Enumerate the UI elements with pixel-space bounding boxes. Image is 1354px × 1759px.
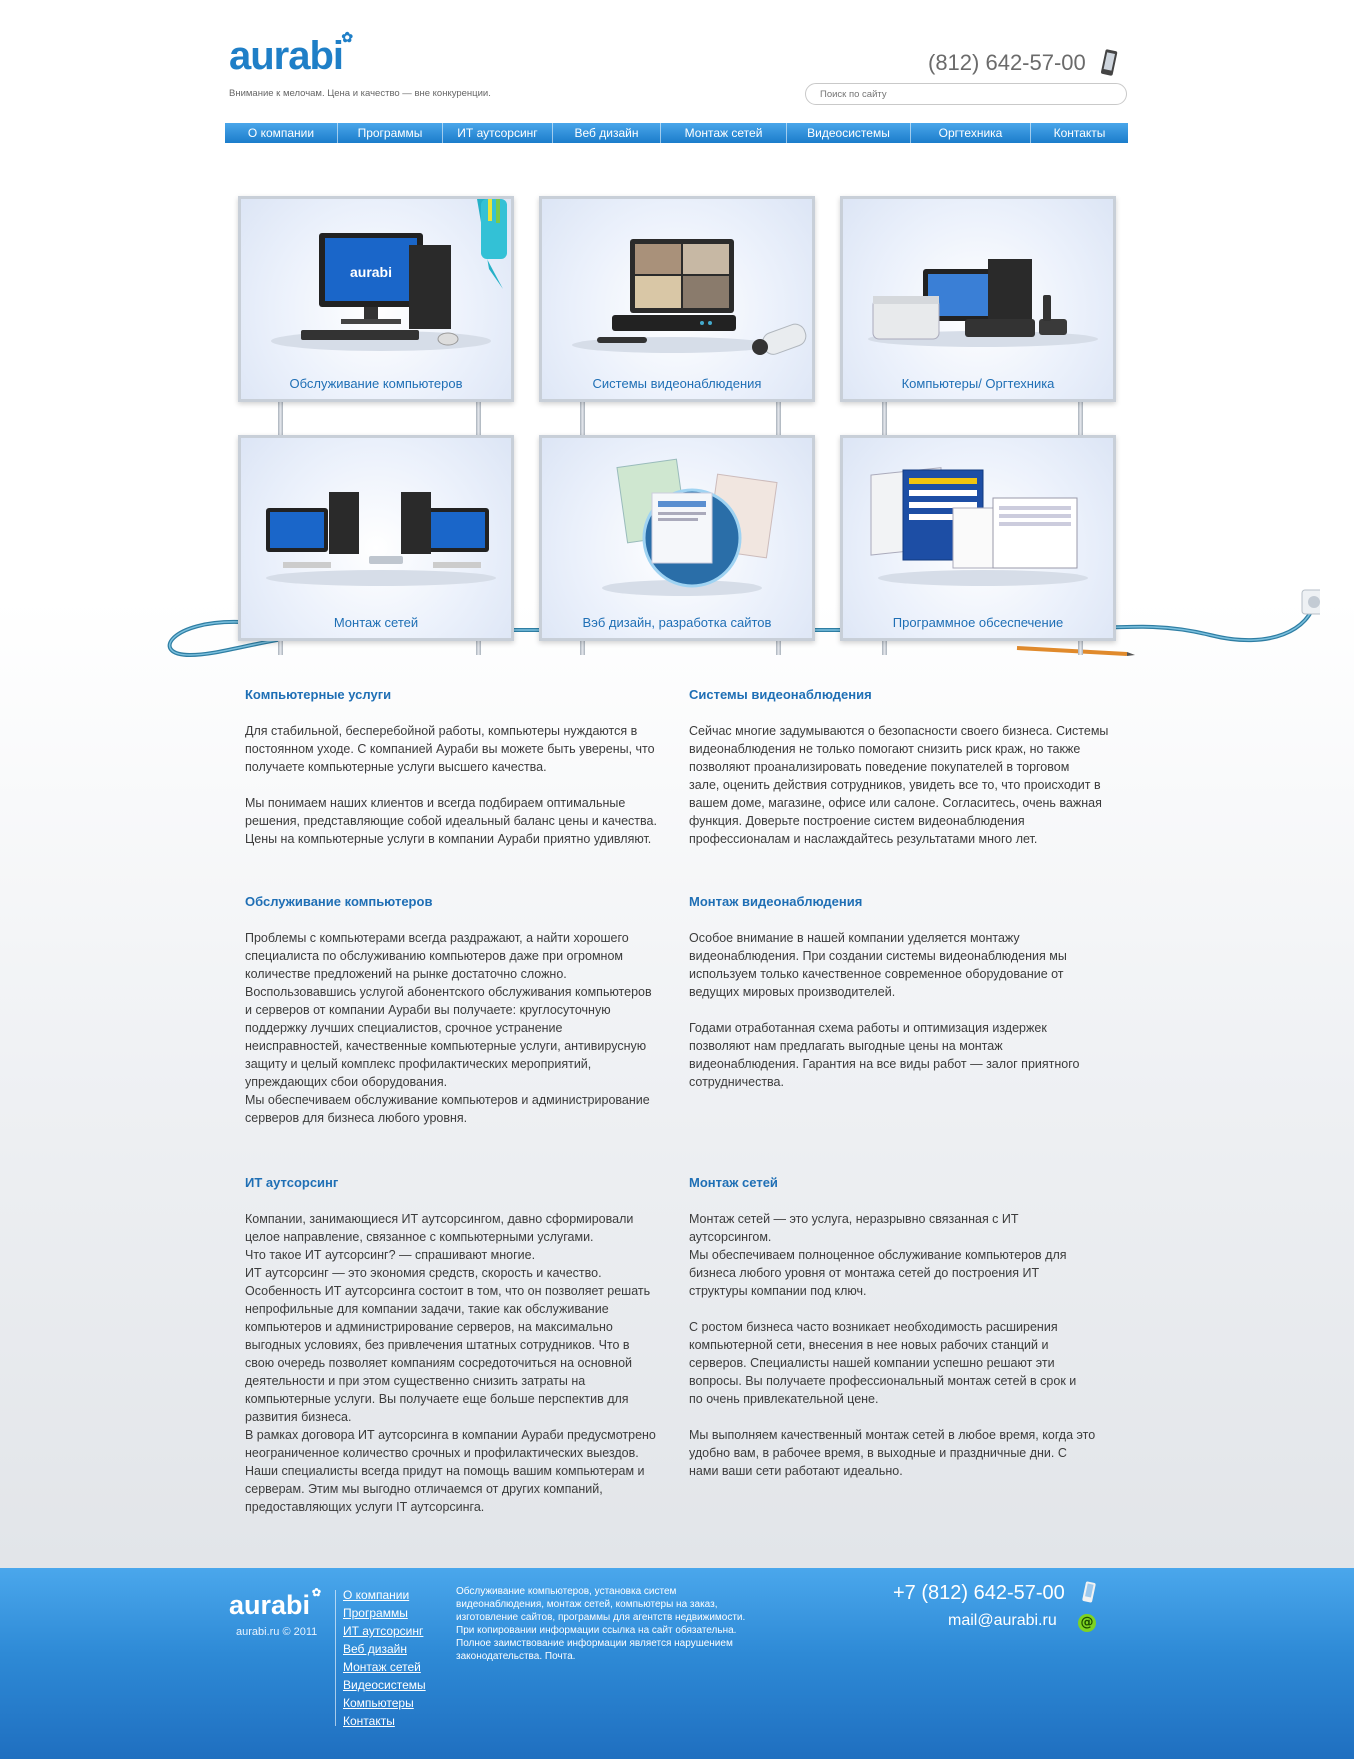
tile-network-setup[interactable]: Монтаж сетей xyxy=(238,435,514,641)
footer-copyright: aurabi.ru © 2011 xyxy=(236,1626,318,1638)
tile-office-equipment[interactable]: Компьютеры/ Оргтехника xyxy=(840,196,1116,402)
section-paragraph: Годами отработанная схема работы и оптим… xyxy=(689,1021,1080,1089)
nav-web-design[interactable]: Веб дизайн xyxy=(553,123,661,143)
pencil-icon xyxy=(1016,646,1135,656)
nav-network-setup[interactable]: Монтаж сетей xyxy=(661,123,787,143)
section-title: Монтаж сетей xyxy=(689,1175,778,1190)
section-video-systems: Системы видеонаблюдения Сейчас многие за… xyxy=(689,686,1121,866)
section-paragraph: Особое внимание в нашей компании уделяет… xyxy=(689,931,1067,999)
footer-link-video-systems[interactable]: Видеосистемы xyxy=(343,1678,426,1692)
footer-divider xyxy=(335,1590,336,1726)
section-title: Монтаж видеонаблюдения xyxy=(689,894,863,909)
footer-links: О компании Программы ИТ аутсорсинг Веб д… xyxy=(343,1586,426,1730)
logo-flower-icon: ✿ xyxy=(311,1587,322,1599)
footer-phone: +7 (812) 642-57-00 xyxy=(893,1582,1065,1604)
video-surveillance-icon xyxy=(572,239,807,355)
footer xyxy=(0,1568,1354,1759)
tile-label: Системы видеонаблюдения xyxy=(592,376,762,391)
search-input[interactable] xyxy=(805,83,1127,105)
tile-label: Программное обсеспечение xyxy=(892,615,1064,630)
tile-label: Монтаж сетей xyxy=(333,615,419,630)
footer-email[interactable]: mail@aurabi.ru xyxy=(948,1612,1057,1629)
site-logo[interactable]: aurabi✿ xyxy=(229,29,353,78)
section-paragraph: Сейчас многие задумываются о безопасност… xyxy=(689,724,1109,846)
web-design-icon xyxy=(602,458,778,596)
section-title: Обслуживание компьютеров xyxy=(245,894,433,909)
nav-about[interactable]: О компании xyxy=(225,123,338,143)
nav-contacts[interactable]: Контакты xyxy=(1053,126,1106,140)
footer-link-web-design[interactable]: Веб дизайн xyxy=(343,1642,407,1656)
nav-office-equipment[interactable]: Оргтехника xyxy=(911,123,1031,143)
nav-video-systems[interactable]: Видеосистемы xyxy=(787,123,911,143)
section-paragraph: Для стабильной, бесперебойной работы, ко… xyxy=(245,724,655,774)
network-setup-icon xyxy=(266,492,496,586)
section-paragraph: Компании, занимающиеся ИТ аутсорсингом, … xyxy=(245,1212,656,1514)
header-phone: (812) 642-57-00 xyxy=(928,50,1086,75)
nav-programs[interactable]: Программы xyxy=(338,123,443,143)
nav-it-outsourcing[interactable]: ИТ аутсорсинг xyxy=(443,123,553,143)
section-video-installation: Монтаж видеонаблюдения Особое внимание в… xyxy=(689,893,1121,1109)
software-icon xyxy=(870,467,1088,586)
section-paragraph: Мы понимаем наших клиентов и всегда подб… xyxy=(245,796,657,846)
svg-text:aurabi: aurabi xyxy=(350,264,392,280)
footer-link-it-outsourcing[interactable]: ИТ аутсорсинг xyxy=(343,1624,424,1638)
section-computer-services: Компьютерные услуги Для стабильной, бесп… xyxy=(245,686,677,866)
tile-label: Обслуживание компьютеров xyxy=(289,376,463,391)
footer-link-about[interactable]: О компании xyxy=(343,1588,410,1602)
section-title: ИТ аутсорсинг xyxy=(245,1175,339,1190)
section-computer-maintenance: Обслуживание компьютеров Проблемы с комп… xyxy=(245,893,677,1145)
tile-video-surveillance[interactable]: Системы видеонаблюдения xyxy=(539,196,815,402)
tagline: Внимание к мелочам. Цена и качество — вн… xyxy=(229,88,491,99)
mobile-phone-icon xyxy=(1082,1581,1096,1603)
section-it-outsourcing: ИТ аутсорсинг Компании, занимающиеся ИТ … xyxy=(245,1174,677,1534)
tile-label: Компьютеры/ Оргтехника xyxy=(901,376,1055,391)
tile-computer-service[interactable]: aurabi Обслуживание компьютеров xyxy=(238,196,514,402)
tile-software[interactable]: Программное обсеспечение xyxy=(840,435,1116,641)
section-title: Компьютерные услуги xyxy=(245,687,392,702)
footer-link-network-setup[interactable]: Монтаж сетей xyxy=(343,1660,421,1674)
footer-logo[interactable]: aurabi✿ xyxy=(229,1587,322,1620)
section-network-setup: Монтаж сетей Монтаж сетей — это услуга, … xyxy=(689,1174,1121,1498)
computer-service-icon: aurabi xyxy=(271,199,507,351)
footer-link-contacts[interactable]: Контакты xyxy=(343,1714,395,1728)
footer-description: Обслуживание компьютеров, установка сист… xyxy=(456,1586,746,1662)
office-equipment-icon xyxy=(868,259,1098,347)
footer-link-computers[interactable]: Компьютеры xyxy=(343,1696,414,1710)
tile-label: Вэб дизайн, разработка сайтов xyxy=(582,615,772,630)
footer-link-programs[interactable]: Программы xyxy=(343,1606,408,1620)
mobile-phone-icon xyxy=(1101,49,1118,76)
logo-flower-icon: ✿ xyxy=(341,29,353,45)
section-paragraph: Мы выполняем качественный монтаж сетей в… xyxy=(689,1428,1096,1478)
email-at-icon: @ xyxy=(1078,1614,1096,1632)
section-paragraph: Проблемы с компьютерами всегда раздражаю… xyxy=(245,931,652,1125)
section-paragraph: С ростом бизнеса часто возникает необход… xyxy=(689,1320,1077,1406)
tile-web-design[interactable]: Вэб дизайн, разработка сайтов xyxy=(539,435,815,641)
section-paragraph: Монтаж сетей — это услуга, неразрывно св… xyxy=(689,1212,1067,1298)
main-nav: О компании Программы ИТ аутсорсинг Веб д… xyxy=(225,123,1128,143)
section-title: Системы видеонаблюдения xyxy=(689,687,872,702)
